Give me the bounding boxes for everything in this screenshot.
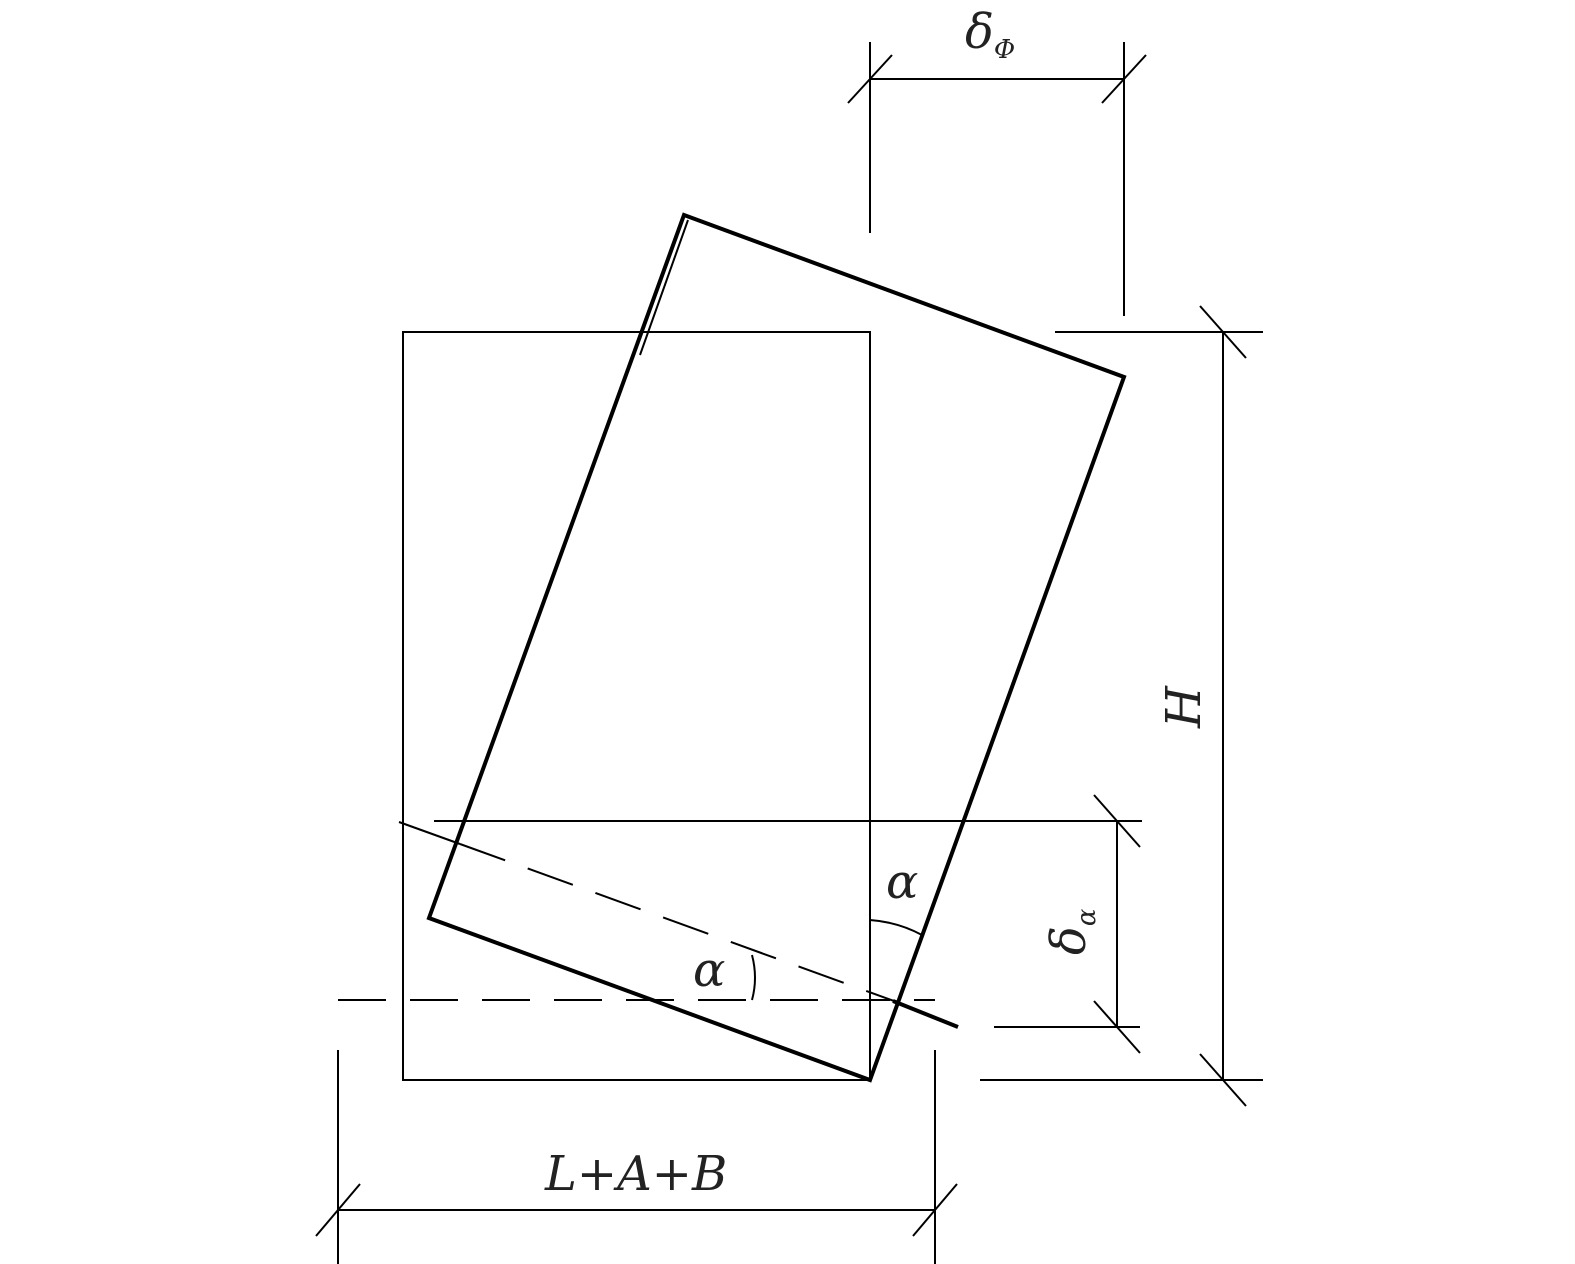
label-angle-lower: α [693,942,725,998]
label-height: H [1156,685,1212,729]
dimension-delta-alpha [994,794,1141,1054]
tilted-baseline-solid-left [398,821,461,845]
dimension-width [315,1050,958,1264]
angle-arc-upper [869,919,923,936]
angle-arc-lower [751,954,756,1001]
label-delta-phi: δΦ [965,4,1015,65]
tilted-rectangle [426,212,1127,1083]
tilted-baseline-dashed [459,843,906,1006]
upright-rectangle [402,331,871,1081]
dimension-height [980,305,1263,1107]
label-width: L+A+B [544,1146,727,1202]
tilted-rectangle-edge-double [639,219,689,356]
tilted-baseline-solid-right [892,999,959,1029]
label-delta-alpha: δα [1041,908,1102,955]
dimension-delta-phi [847,42,1147,316]
label-angle-upper: α [886,854,918,910]
